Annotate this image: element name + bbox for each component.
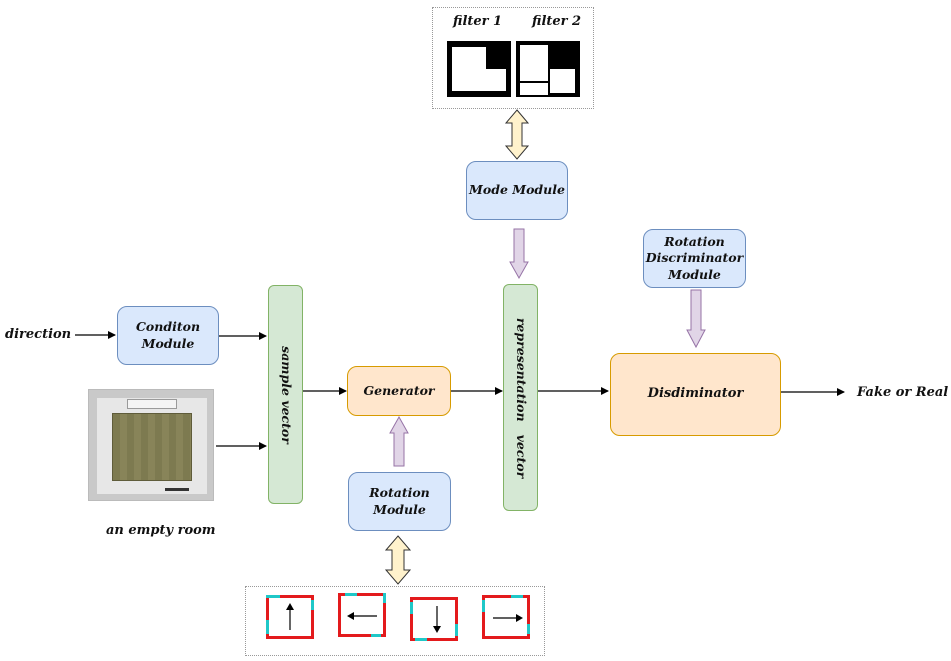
empty-room-label: an empty room xyxy=(106,523,216,538)
rotation-down-icon xyxy=(410,597,458,641)
output-label: Fake or Real xyxy=(857,385,949,400)
filter-mask-1-icon xyxy=(447,41,511,97)
rotation-masks-panel xyxy=(245,586,545,656)
condition-module-label: Conditon Module xyxy=(135,319,201,351)
mode-module: Mode Module xyxy=(466,161,568,220)
representation-vector-label: representation vector xyxy=(513,317,529,478)
discriminator-label: Disdiminator xyxy=(647,386,744,402)
generator-module: Generator xyxy=(347,366,451,416)
filters-panel xyxy=(432,7,594,109)
feed-arrow-rotdisc-to-discriminator xyxy=(686,289,706,349)
representation-vector: representation vector xyxy=(503,284,538,511)
condition-module: Conditon Module xyxy=(117,306,219,365)
discriminator-module: Disdiminator xyxy=(610,353,781,436)
rotation-discriminator-module: Rotation Discriminator Module xyxy=(643,229,746,288)
sample-vector: sample vector xyxy=(268,285,303,504)
direction-label: direction xyxy=(5,327,72,342)
mode-module-label: Mode Module xyxy=(469,182,565,198)
exchange-arrow-filters-mode xyxy=(504,109,530,160)
feed-arrow-mode-to-representation xyxy=(509,228,529,280)
rotation-left-icon xyxy=(338,593,386,637)
sample-vector-label: sample vector xyxy=(278,345,294,444)
rotation-up-icon xyxy=(266,595,314,639)
rotation-discriminator-label: Rotation Discriminator Module xyxy=(645,234,744,282)
rotation-right-icon xyxy=(482,595,530,639)
filter-mask-2-icon xyxy=(516,41,580,97)
filter1-label: filter 1 xyxy=(453,14,503,29)
rotation-module: Rotation Module xyxy=(348,472,451,531)
filter2-label: filter 2 xyxy=(532,14,582,29)
rotation-module-label: Rotation Module xyxy=(369,485,430,517)
feed-arrow-rotation-to-generator xyxy=(389,415,409,467)
generator-label: Generator xyxy=(363,382,435,398)
empty-room-image-icon xyxy=(88,389,214,501)
exchange-arrow-rotation-masks xyxy=(384,535,412,585)
